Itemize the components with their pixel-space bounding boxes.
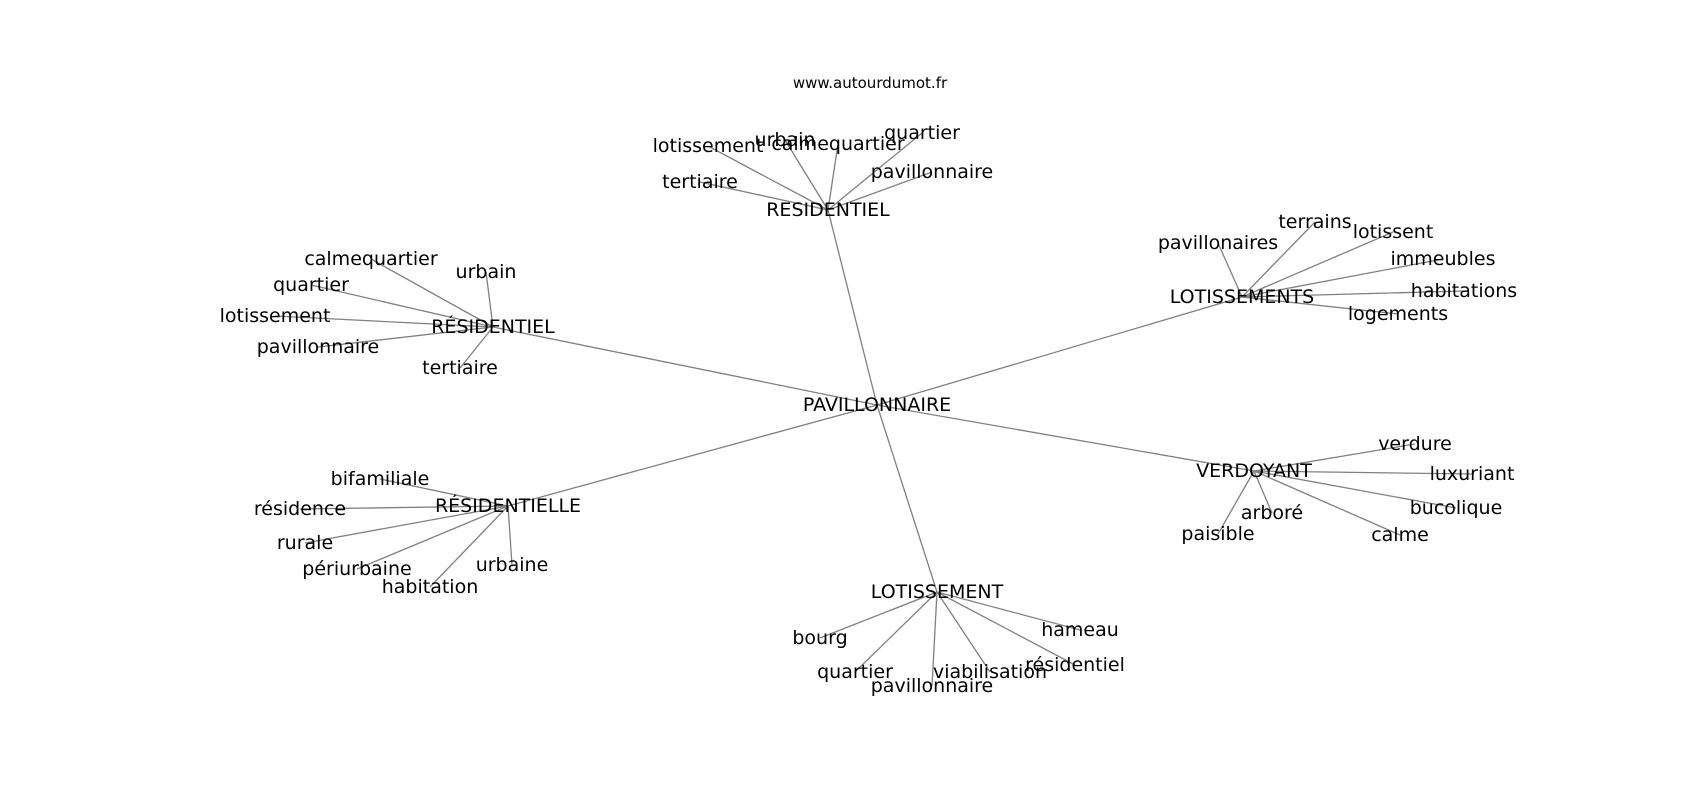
- leaf-node-label[interactable]: terrains: [1278, 211, 1351, 233]
- edge-hub-1-leaf-3: [274, 315, 494, 328]
- leaf-node-label[interactable]: paisible: [1181, 523, 1254, 545]
- leaf-node-label[interactable]: calme: [1371, 524, 1429, 546]
- leaf-node-label[interactable]: résidence: [254, 498, 346, 520]
- edge-center-hub-1: [492, 326, 878, 406]
- edge-hub-4-leaf-1: [299, 505, 509, 510]
- leaf-node-label[interactable]: urbain: [456, 261, 517, 283]
- leaf-node-label[interactable]: bifamiliale: [331, 468, 430, 490]
- leaf-node-label[interactable]: logements: [1348, 303, 1448, 325]
- edge-hub-4-leaf-3: [356, 505, 509, 570]
- edge-hub-2-leaf-0: [1241, 221, 1316, 298]
- hub-node-label[interactable]: RESIDENTIEL: [766, 199, 890, 221]
- edge-hub-5-leaf-2: [936, 591, 1076, 666]
- edge-hub-3-leaf-2: [1253, 470, 1457, 509]
- edge-hub-0-leaf-4: [699, 181, 829, 211]
- edge-center-hub-4: [507, 404, 878, 507]
- leaf-node-label[interactable]: pavillonaires: [1158, 232, 1278, 254]
- leaf-node-label[interactable]: tertiaire: [662, 171, 738, 193]
- edge-hub-5-leaf-4: [936, 591, 991, 673]
- edge-hub-3-leaf-0: [1253, 443, 1416, 472]
- leaf-node-label[interactable]: lotissement: [220, 305, 331, 327]
- edge-hub-5-leaf-3: [854, 591, 938, 673]
- leaf-node-label[interactable]: résidentiel: [1025, 654, 1125, 676]
- hub-node-label[interactable]: LOTISSEMENTS: [1170, 286, 1314, 308]
- edge-hub-2-leaf-3: [1241, 258, 1444, 298]
- edge-hub-1-leaf-4: [317, 326, 494, 348]
- edge-hub-5-leaf-5: [931, 591, 938, 687]
- leaf-node-label[interactable]: immeubles: [1391, 248, 1496, 270]
- edge-hub-3-leaf-4: [1217, 470, 1255, 535]
- leaf-node-label[interactable]: hameau: [1041, 619, 1119, 641]
- leaf-node-label[interactable]: urbaine: [476, 554, 549, 576]
- hub-node-label[interactable]: VERDOYANT: [1196, 460, 1312, 482]
- leaf-node-label[interactable]: calmequartier: [771, 133, 905, 155]
- edge-hub-1-leaf-2: [485, 271, 494, 328]
- leaf-node-label[interactable]: quartier: [273, 274, 349, 296]
- graph-edges: [274, 132, 1473, 687]
- edge-hub-4-leaf-4: [507, 505, 513, 566]
- leaf-node-label[interactable]: lotissement: [653, 135, 764, 157]
- leaf-node-label[interactable]: habitations: [1411, 280, 1517, 302]
- leaf-node-label[interactable]: verdure: [1378, 433, 1452, 455]
- leaf-node-label[interactable]: luxuriant: [1430, 463, 1515, 485]
- leaf-node-label[interactable]: bourg: [792, 627, 847, 649]
- leaf-node-label[interactable]: viabilisation: [933, 661, 1047, 683]
- leaf-node-label[interactable]: lotissent: [1353, 221, 1434, 243]
- edge-hub-3-leaf-5: [1253, 470, 1401, 536]
- edge-hub-0-leaf-2: [827, 132, 923, 211]
- edge-hub-3-leaf-1: [1253, 470, 1473, 475]
- edge-hub-1-leaf-1: [310, 284, 494, 328]
- leaf-node-label[interactable]: périurbaine: [302, 558, 411, 580]
- edge-center-hub-0: [827, 209, 878, 406]
- edge-hub-4-leaf-0: [379, 478, 509, 507]
- watermark-text[interactable]: www.autourdumot.fr: [793, 74, 948, 92]
- hub-node-label[interactable]: LOTISSEMENT: [871, 581, 1004, 603]
- leaf-node-label[interactable]: quartier: [884, 122, 960, 144]
- edge-hub-4-leaf-5: [429, 505, 509, 588]
- edge-hub-0-leaf-5: [827, 171, 933, 211]
- hub-node-label[interactable]: RÉSIDENTIELLE: [435, 494, 581, 517]
- leaf-node-label[interactable]: pavillonnaire: [871, 161, 994, 183]
- leaf-node-label[interactable]: bucolique: [1410, 497, 1503, 519]
- edge-hub-3-leaf-3: [1253, 470, 1273, 514]
- edge-hub-2-leaf-2: [1217, 242, 1243, 298]
- center-node-label[interactable]: PAVILLONNAIRE: [803, 394, 951, 416]
- edge-hub-0-leaf-3: [707, 145, 829, 211]
- leaf-node-label[interactable]: habitation: [382, 576, 479, 598]
- edge-center-hub-2: [876, 296, 1243, 406]
- edge-hub-0-leaf-1: [827, 143, 839, 211]
- edge-hub-4-leaf-2: [304, 505, 509, 544]
- leaf-node-label[interactable]: tertiaire: [422, 357, 498, 379]
- edge-hub-2-leaf-5: [1241, 296, 1399, 315]
- leaf-node-label[interactable]: arboré: [1241, 502, 1303, 524]
- hub-node-label[interactable]: RÉSIDENTIEL: [431, 315, 555, 338]
- edge-center-hub-5: [876, 404, 938, 593]
- edge-hub-0-leaf-0: [784, 139, 829, 211]
- edge-hub-2-leaf-4: [1241, 290, 1465, 298]
- edge-hub-1-leaf-0: [370, 258, 494, 328]
- leaf-node-label[interactable]: urbain: [755, 129, 816, 151]
- leaf-node-label[interactable]: quartier: [817, 661, 893, 683]
- leaf-node-label[interactable]: rurale: [277, 532, 333, 554]
- leaf-node-label[interactable]: pavillonnaire: [871, 675, 994, 697]
- edge-hub-1-leaf-5: [459, 326, 494, 369]
- edge-hub-5-leaf-0: [819, 591, 938, 639]
- leaf-node-label[interactable]: calmequartier: [304, 248, 438, 270]
- graph-labels: PAVILLONNAIRERESIDENTIELurbaincalmequart…: [220, 122, 1518, 697]
- edge-hub-5-leaf-1: [936, 591, 1081, 631]
- edge-center-hub-3: [876, 404, 1255, 472]
- edge-hub-2-leaf-1: [1241, 231, 1394, 298]
- leaf-node-label[interactable]: pavillonnaire: [257, 336, 380, 358]
